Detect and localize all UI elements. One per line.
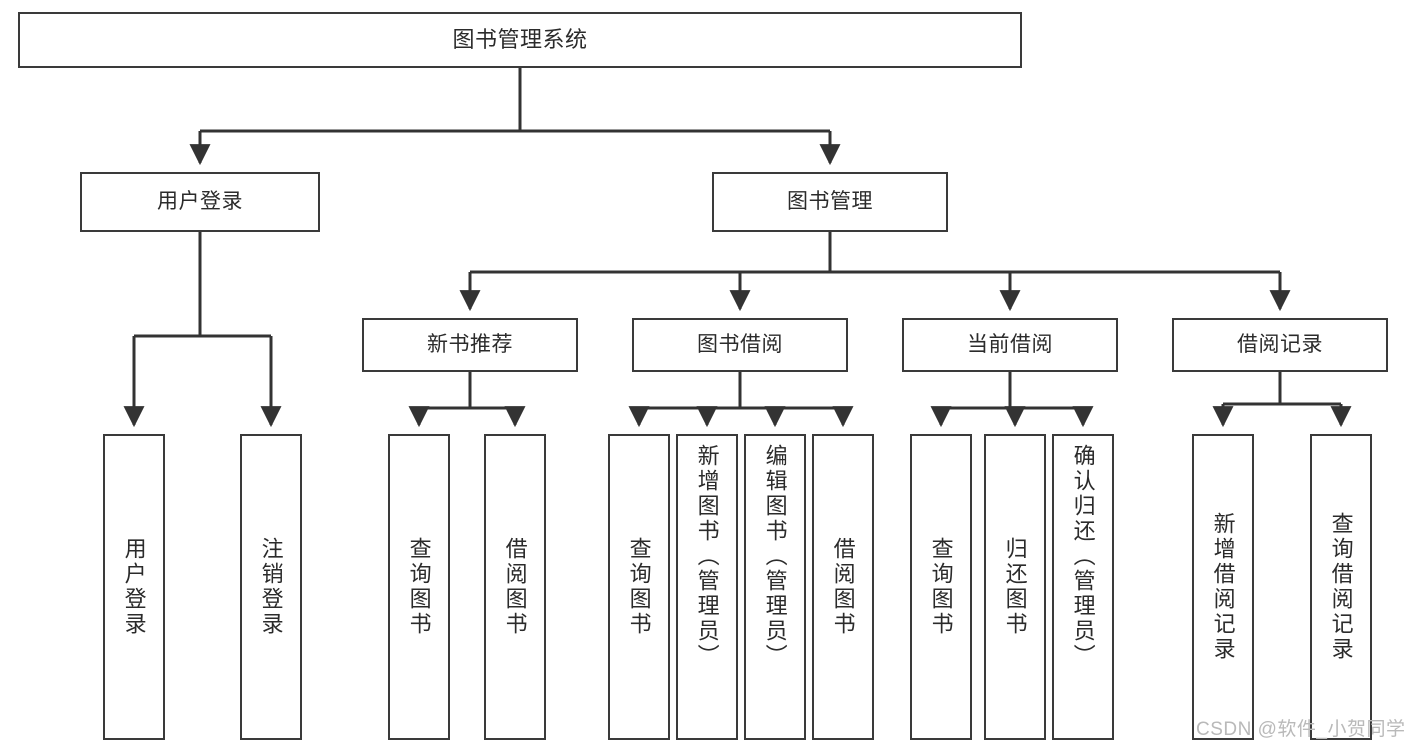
node-leaf-query-book-3-label: 查询图书 [928,537,954,637]
node-book-borrow[interactable]: 图书借阅 [632,318,848,372]
node-leaf-user-login[interactable]: 用户登录 [103,434,165,740]
node-leaf-logout-label: 注销登录 [258,537,284,637]
node-leaf-query-book-1-label: 查询图书 [406,537,432,637]
csdn-watermark: CSDN @软件_小贺同学 [1196,719,1405,740]
node-leaf-borrow-book-1-label: 借阅图书 [502,537,528,637]
node-leaf-edit-book[interactable]: 编辑图书（管理员） [744,434,806,740]
node-leaf-return-book[interactable]: 归还图书 [984,434,1046,740]
node-leaf-query-book-2-label: 查询图书 [626,537,652,637]
node-leaf-return-book-label: 归还图书 [1002,537,1028,637]
node-root[interactable]: 图书管理系统 [18,12,1022,68]
node-leaf-query-book-3[interactable]: 查询图书 [910,434,972,740]
node-leaf-query-record-label: 查询借阅记录 [1328,512,1354,662]
node-leaf-edit-book-label: 编辑图书（管理员） [762,444,788,669]
node-leaf-add-book-label: 新增图书（管理员） [694,444,720,669]
node-leaf-logout[interactable]: 注销登录 [240,434,302,740]
node-leaf-add-record[interactable]: 新增借阅记录 [1192,434,1254,740]
node-leaf-query-record[interactable]: 查询借阅记录 [1310,434,1372,740]
node-leaf-borrow-book-2[interactable]: 借阅图书 [812,434,874,740]
node-leaf-query-book-1[interactable]: 查询图书 [388,434,450,740]
node-leaf-borrow-book-2-label: 借阅图书 [830,537,856,637]
node-leaf-confirm-return-label: 确认归还（管理员） [1070,444,1096,669]
node-leaf-borrow-book-1[interactable]: 借阅图书 [484,434,546,740]
node-leaf-add-record-label: 新增借阅记录 [1210,512,1236,662]
node-book-manage[interactable]: 图书管理 [712,172,948,232]
node-new-book-recommend[interactable]: 新书推荐 [362,318,578,372]
node-new-book-recommend-label: 新书推荐 [427,332,513,356]
node-user-login[interactable]: 用户登录 [80,172,320,232]
node-leaf-add-book[interactable]: 新增图书（管理员） [676,434,738,740]
node-borrow-record[interactable]: 借阅记录 [1172,318,1388,372]
node-root-label: 图书管理系统 [452,27,588,53]
node-book-borrow-label: 图书借阅 [697,332,783,356]
node-current-borrow[interactable]: 当前借阅 [902,318,1118,372]
node-book-manage-label: 图书管理 [787,189,873,213]
node-leaf-confirm-return[interactable]: 确认归还（管理员） [1052,434,1114,740]
node-leaf-user-login-label: 用户登录 [121,537,147,637]
node-leaf-query-book-2[interactable]: 查询图书 [608,434,670,740]
node-current-borrow-label: 当前借阅 [967,332,1053,356]
node-user-login-label: 用户登录 [157,189,243,213]
node-borrow-record-label: 借阅记录 [1237,332,1323,356]
